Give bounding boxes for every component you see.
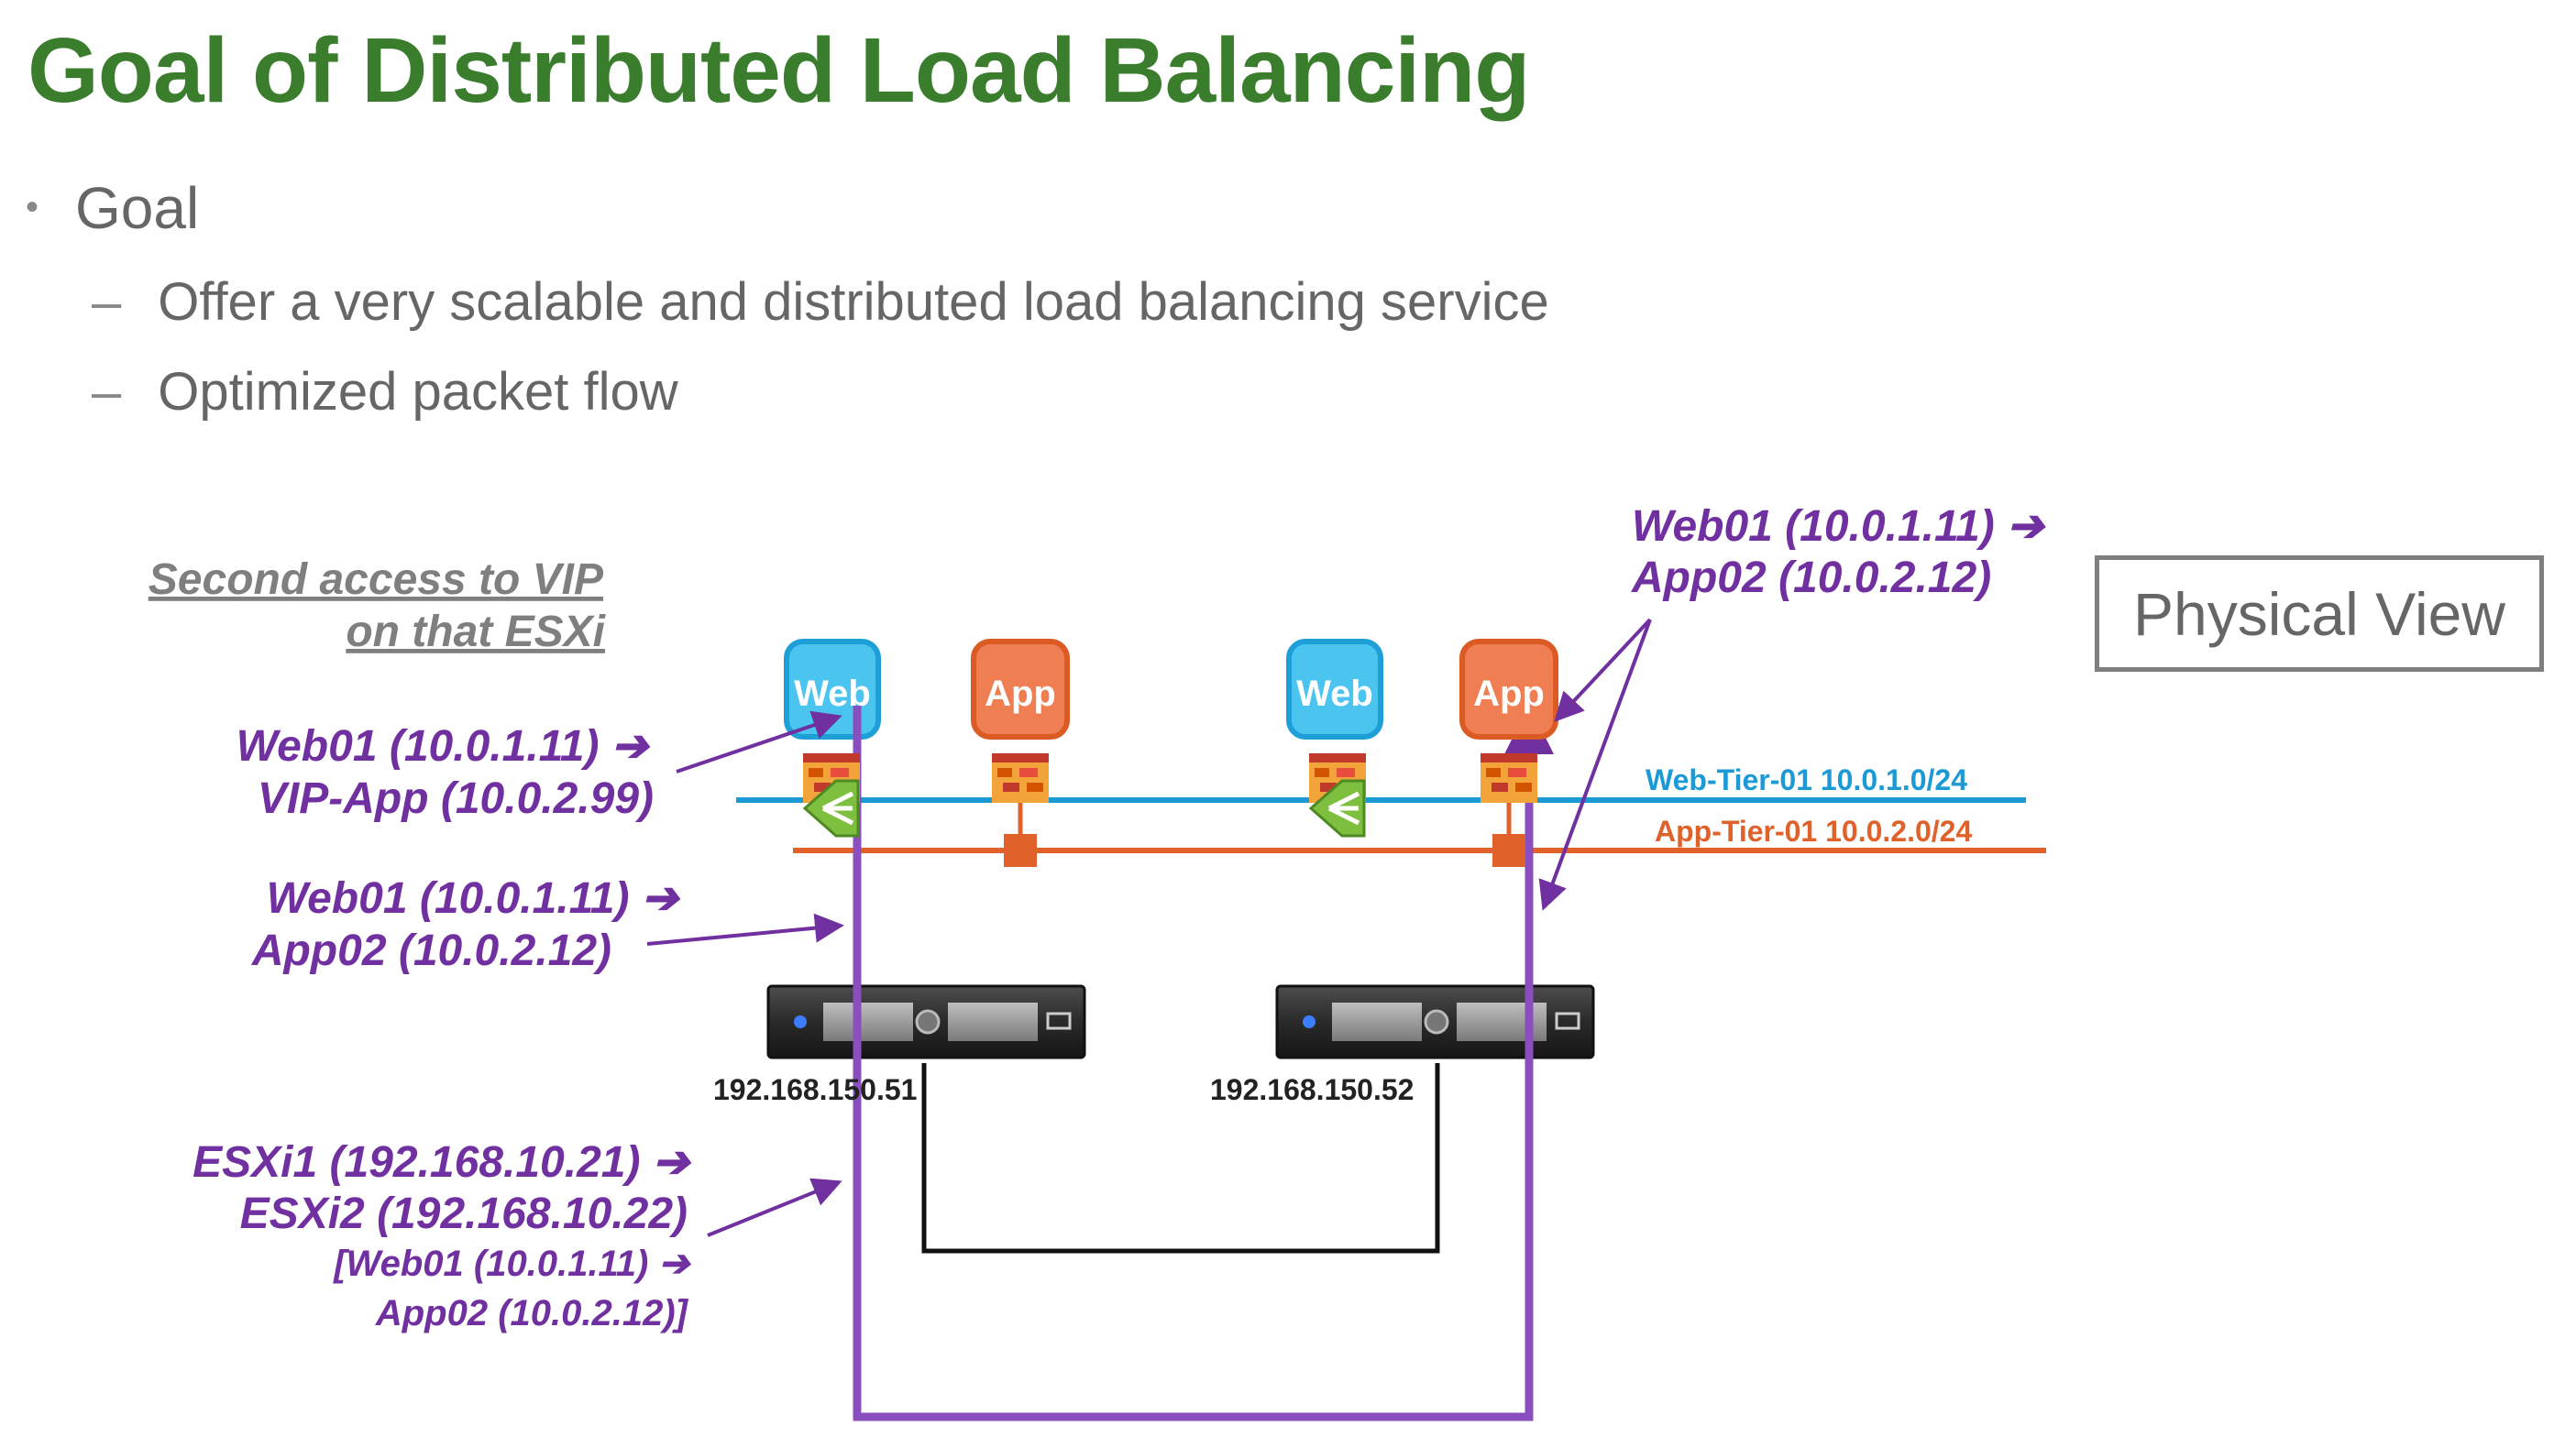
annotation-line: VIP-App (10.0.2.99) — [258, 774, 654, 823]
app-right-port — [1492, 834, 1525, 867]
annotation-line: Web01 (10.0.1.11) ➔ — [267, 874, 681, 923]
app-vm-left-label: App — [985, 674, 1056, 714]
annotation-line: App02 (10.0.2.12)] — [375, 1293, 689, 1333]
bullet-scalable: –Offer a very scalable and distributed l… — [92, 271, 1549, 333]
packet-path-line — [853, 909, 1534, 1421]
second-access-line-1: Second access to VIP — [149, 555, 604, 604]
firewall-icon — [992, 753, 1049, 803]
bullet-list: • Goal –Offer a very scalable and distrib… — [0, 0, 2576, 458]
annotation-line: App02 (10.0.2.12) — [251, 927, 611, 975]
esxi1-ip-label: 192.168.150.51 — [713, 1073, 917, 1106]
annotation-line: Web01 (10.0.1.11) ➔ — [237, 722, 651, 771]
annotation-app02: Web01 (10.0.1.11) ➔ App02 (10.0.2.12) — [251, 874, 681, 975]
annotation-top-right: Web01 (10.0.1.11) ➔ App02 (10.0.2.12) — [1631, 502, 2046, 602]
annotation-line: ESXi2 (192.168.10.22) — [240, 1190, 688, 1238]
bullet-scalable-text: Offer a very scalable and distributed lo… — [158, 272, 1549, 332]
esxi2-ip-label: 192.168.150.52 — [1210, 1073, 1414, 1106]
physical-view-label: Physical View — [2133, 579, 2505, 648]
esxi1-server — [766, 984, 1086, 1059]
web-vm-right: Web — [1286, 639, 1383, 740]
annotation-arrow — [707, 1178, 842, 1237]
bullet-packet-flow-text: Optimized packet flow — [158, 362, 678, 422]
bullet-dash-icon: – — [92, 362, 122, 422]
annotation-arrow — [1554, 618, 1652, 722]
host-physical-link — [921, 1063, 1440, 1254]
annotation-arrow — [646, 913, 844, 946]
annotation-arrow — [1538, 619, 1652, 911]
annotation-vip: Web01 (10.0.1.11) ➔ VIP-App (10.0.2.99) — [237, 722, 654, 823]
app-vm-left: App — [971, 639, 1070, 740]
annotation-line: Web01 (10.0.1.11) ➔ — [1632, 502, 2046, 551]
firewall-icon — [1481, 753, 1537, 803]
esxi2-server — [1275, 984, 1595, 1059]
annotation-arrow — [676, 710, 842, 773]
load-balancer-icon — [1308, 779, 1366, 838]
annotation-esxi: ESXi1 (192.168.10.21) ➔ ESXi2 (192.168.1… — [193, 1138, 692, 1333]
web-vm-right-label: Web — [1296, 674, 1373, 714]
slide-title: Goal of Distributed Load Balancing — [28, 19, 1530, 122]
annotation-line: App02 (10.0.2.12) — [1631, 554, 1991, 602]
app-left-port — [1004, 834, 1037, 867]
bullet-dot-icon: • — [26, 187, 39, 227]
app-tier-label: App-Tier-01 10.0.2.0/24 — [1655, 815, 1972, 848]
web-vm-left: Web — [784, 639, 881, 740]
bullet-goal-text: Goal — [75, 175, 200, 241]
app-vm-right: App — [1459, 639, 1558, 740]
bullet-packet-flow: –Optimized packet flow — [92, 361, 678, 422]
physical-view-box: Physical View — [2095, 555, 2544, 672]
app-vm-right-label: App — [1473, 674, 1545, 714]
second-access-line-2: on that ESXi — [346, 608, 606, 656]
bullet-goal: • Goal — [26, 174, 199, 242]
web-tier-label: Web-Tier-01 10.0.1.0/24 — [1646, 763, 1967, 796]
annotation-line: ESXi1 (192.168.10.21) ➔ — [193, 1138, 692, 1187]
second-access-note: Second access to VIP on that ESXi — [149, 555, 607, 656]
load-balancer-icon — [802, 779, 860, 838]
bullet-dash-icon: – — [92, 272, 122, 332]
annotation-line: [Web01 (10.0.1.11) ➔ — [332, 1244, 691, 1284]
